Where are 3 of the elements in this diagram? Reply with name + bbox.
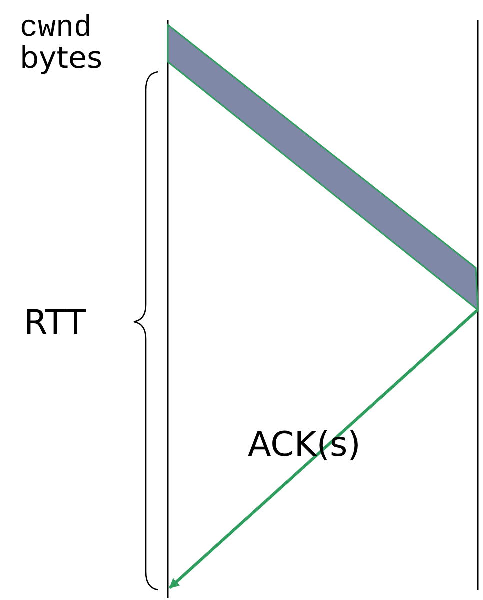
interval-label: RTT [24,306,86,340]
unit-label: bytes [20,44,103,74]
variable-name: cwnd [20,14,92,44]
